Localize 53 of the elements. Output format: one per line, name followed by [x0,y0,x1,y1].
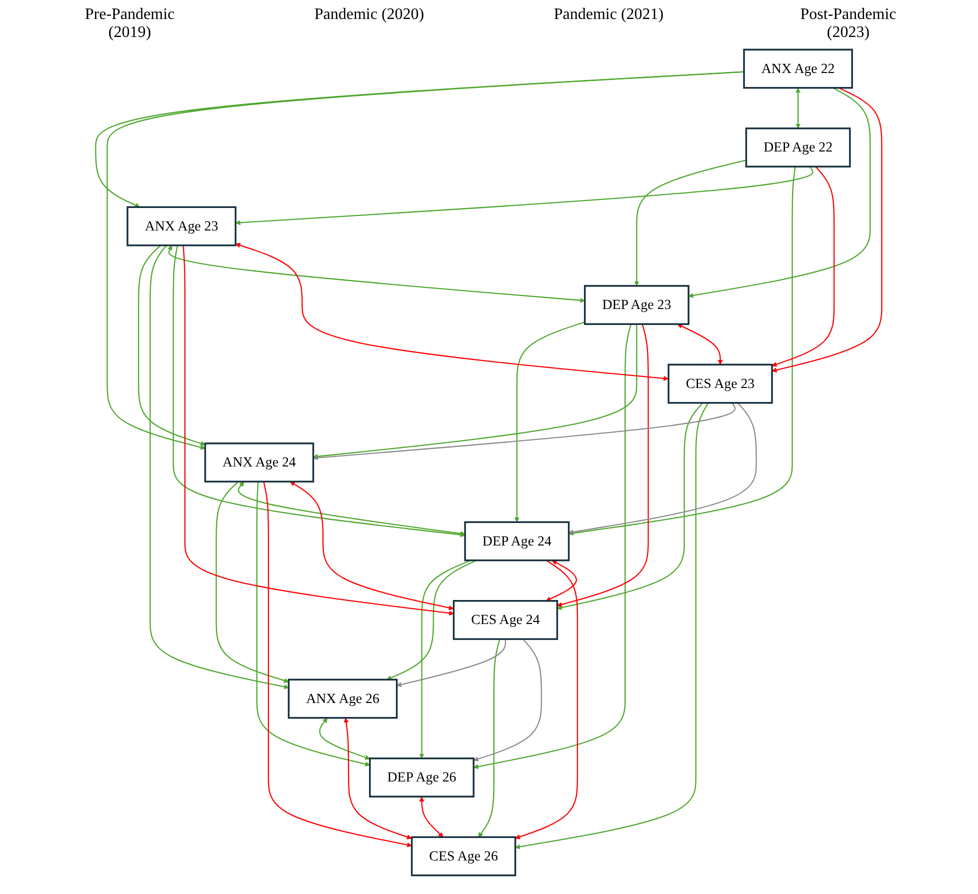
arrow [319,717,370,760]
arrow [772,166,835,366]
arrow [796,87,801,128]
node-box: DEP Age 26 [369,757,475,797]
period-heading: Pre-Pandemic (2019) [84,6,176,42]
arrow [182,244,454,616]
arrow [772,86,883,372]
node-box: CES Age 23 [668,363,774,404]
arrow [173,244,466,537]
node-box: ANX Age 22 [743,48,854,88]
arrow [688,86,872,298]
arrow [478,638,501,837]
arrow [515,402,710,849]
period-heading: Pandemic (2021) [554,6,664,25]
arrow [263,480,412,847]
node-box: DEP Age 24 [464,520,570,561]
period-heading: Pandemic (2020) [314,6,424,25]
arrow [420,796,444,837]
node-box: ANX Age 23 [126,206,237,246]
arrow [313,402,736,460]
arrow [420,559,472,758]
node-box: CES Age 26 [411,836,516,876]
node-box: DEP Age 23 [584,284,690,324]
node-box: ANX Age 26 [288,678,398,718]
arrow [290,480,454,610]
arrow [236,166,814,225]
arrow [216,480,290,682]
arrow [514,320,586,522]
arrow [386,559,477,680]
node-box: DEP Age 22 [746,127,852,167]
arrow [168,244,586,302]
arrow [396,638,506,687]
arrow [344,717,412,839]
arrow [515,559,578,839]
node-box: ANX Age 24 [204,442,314,482]
arrow [678,323,724,364]
arrow [634,159,747,286]
arrow [546,560,578,601]
arrow [138,244,206,446]
period-heading: Post-Pandemic (2023) [799,6,898,42]
arrow [557,323,650,606]
arrow [568,402,758,534]
arrow [238,481,466,536]
arrow [557,402,704,610]
arrow [150,244,290,689]
arrow [256,481,370,766]
arrow [106,70,744,450]
arrow [313,324,638,458]
arrow [568,166,796,536]
arrow [474,638,542,761]
arrow [236,242,669,380]
node-box: CES Age 24 [453,600,558,640]
arrow [474,323,632,769]
